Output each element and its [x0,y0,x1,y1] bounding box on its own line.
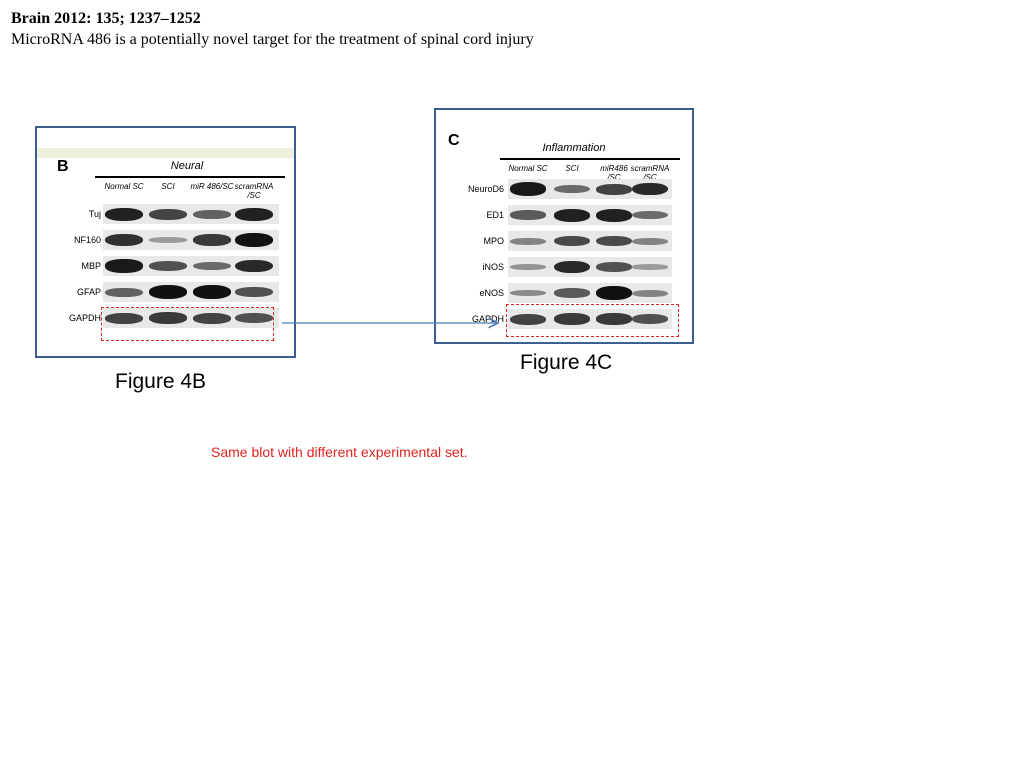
blot-band [235,233,273,247]
blot-band [554,208,590,222]
blot-band [193,285,231,299]
caption-figure-4b: Figure 4B [115,370,207,393]
blot-strip [508,257,672,277]
blot-band [149,261,187,271]
row-label: GFAP [76,287,101,297]
lane-header: Normal SC [508,164,548,173]
blot-band [632,182,668,196]
row-label: MBP [81,261,101,271]
row-label: MPO [483,236,504,246]
blot-strip [508,231,672,251]
blot-band [554,288,590,298]
blot-band [105,287,143,297]
blot-band [510,210,546,220]
lane-header: miR 486/SC [190,182,234,191]
blot-strip [103,204,279,224]
blot-band [510,264,546,270]
lane-header: SCI [565,164,579,173]
row-label: NeuroD6 [467,184,504,194]
blot-band [596,286,632,300]
blot-strip [103,230,279,250]
header: Brain 2012: 135; 1237–1252 MicroRNA 486 … [11,8,534,50]
blot-band [632,237,668,245]
row-label: iNOS [482,262,504,272]
blot-band [596,235,632,247]
blot-band [510,313,546,325]
blot-strip [103,256,279,276]
row-label: GAPDH [68,313,101,323]
blot-strip [508,283,672,303]
blot-strip [508,179,672,199]
blot-band [596,313,632,325]
blot-band [510,182,546,196]
row-label: NF160 [73,235,101,245]
blot-band [596,262,632,272]
blot-strip [508,309,672,329]
blot-band [193,312,231,324]
blot-band [235,313,273,323]
blot-band [105,312,143,324]
annotation-note: Same blot with different experimental se… [211,444,468,460]
blot-band [510,237,546,245]
blot-band [105,259,143,273]
blot-band [235,207,273,221]
lane-header: scramRNA /SC [234,182,274,200]
blot-band [235,259,273,273]
blot-band [149,285,187,299]
blot-band [193,234,231,246]
blot-band [554,260,590,274]
lane-header: Normal SC [104,182,144,191]
gapdh-highlight-b [101,307,274,341]
group-rule-c [500,158,680,160]
blot-strip-b [37,148,294,158]
blot-band [105,234,143,246]
blot-strip [103,308,279,328]
blot-band [596,208,632,222]
paper-title: MicroRNA 486 is a potentially novel targ… [11,31,534,48]
blot-band [149,237,187,243]
blot-band [235,287,273,297]
blot-band [554,313,590,325]
row-label: GAPDH [471,314,504,324]
blot-band [193,209,231,219]
group-title-inflammation: Inflammation [542,142,606,154]
row-label: ED1 [486,210,504,220]
blot-band [632,314,668,324]
blot-band [193,261,231,271]
group-title-neural: Neural [170,160,204,172]
blot-band [149,208,187,220]
group-rule-b [95,176,285,178]
panel-letter-c: C [448,132,460,149]
blot-band [632,264,668,270]
caption-figure-4c: Figure 4C [520,351,613,374]
lane-header: miR486 /SC [600,164,628,182]
blot-band [596,183,632,195]
blot-band [554,184,590,194]
blot-band [105,207,143,221]
blot-band [510,289,546,297]
blot-band [149,312,187,324]
blot-band [632,210,668,220]
row-label: eNOS [479,288,504,298]
citation: Brain 2012: 135; 1237–1252 [11,10,201,27]
panel-letter-b: B [57,158,69,175]
blot-band [554,235,590,247]
row-label: Tuj [88,209,101,219]
blot-strip [103,282,279,302]
lane-header: scramRNA /SC [630,164,670,182]
blot-band [632,289,668,297]
blot-strip [508,205,672,225]
gapdh-highlight-c [506,304,679,337]
lane-header: SCI [161,182,175,191]
